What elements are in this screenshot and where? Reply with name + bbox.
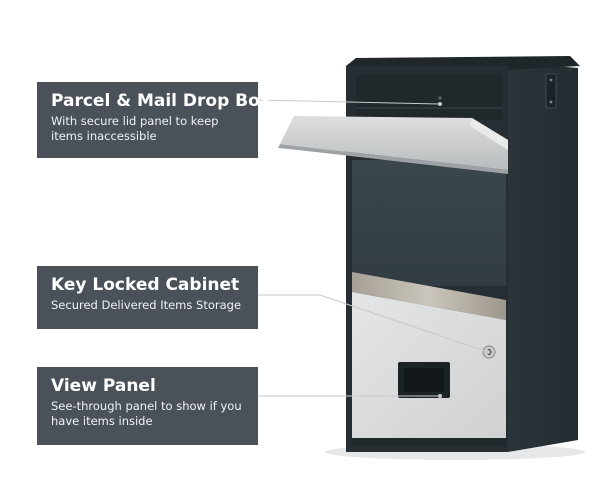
callout-parcel-drop-box: Parcel & Mail Drop Box With secure lid p… xyxy=(37,82,271,158)
callout-title: Key Locked Cabinet xyxy=(51,275,240,295)
callout-title: Parcel & Mail Drop Box xyxy=(51,91,271,111)
callout-description: With secure lid panel to keep items inac… xyxy=(51,114,219,143)
callout-title: View Panel xyxy=(51,376,156,396)
cabinet-side-panel xyxy=(508,62,578,452)
callout-view-panel: View Panel See-through panel to show if … xyxy=(37,367,258,445)
cabinet-interior xyxy=(356,74,502,120)
callout-key-locked-cabinet: Key Locked Cabinet Secured Delivered Ite… xyxy=(37,266,258,329)
callout-description: See-through panel to show if you have it… xyxy=(51,399,242,428)
leader-line-lock xyxy=(258,294,489,353)
callout-description: Secured Delivered Items Storage xyxy=(51,298,242,312)
hinge-icon xyxy=(545,73,557,109)
cabinet-mid-panel xyxy=(352,160,506,286)
parcel-lid-panel xyxy=(280,116,508,170)
leader-line-drop-box xyxy=(257,99,441,105)
steel-trim-strip xyxy=(352,272,506,320)
